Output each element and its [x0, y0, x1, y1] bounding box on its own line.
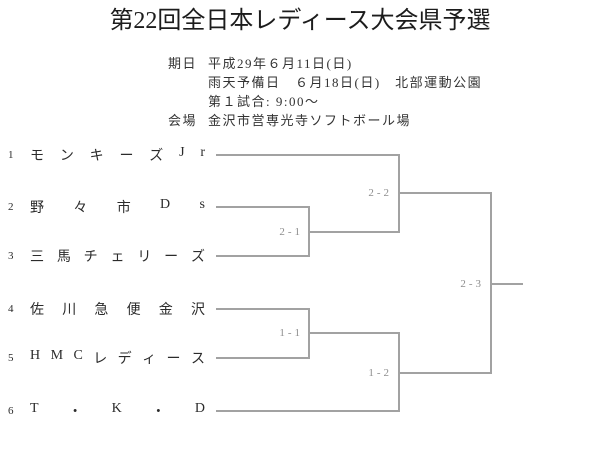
bracket-line-team-1 [216, 154, 400, 156]
score-match-2v3: 2-1 [279, 226, 303, 238]
info-row-date: 期日 平成29年６月11日(日) [168, 54, 482, 73]
bracket-line-team-5 [216, 357, 310, 359]
venue-value: 金沢市営専光寺ソフトボール場 [208, 113, 412, 128]
score-final: 2-3 [460, 278, 484, 290]
bracket-connector-4v5 [308, 332, 400, 334]
rain-date-value: 雨天予備日 ６月18日(日) 北部運動公園 [208, 75, 483, 90]
info-row-rain-date: 雨天予備日 ６月18日(日) 北部運動公園 [168, 73, 482, 92]
venue-label: 会場 [168, 113, 198, 128]
team-seed: 3 [8, 250, 14, 262]
bracket-connector-semi-top [398, 192, 492, 194]
team-seed: 5 [8, 352, 14, 364]
score-match-4v5: 1-1 [279, 327, 303, 339]
score-semifinal-bottom: 1-2 [368, 367, 392, 379]
team-seed: 6 [8, 405, 14, 417]
event-info: 期日 平成29年６月11日(日) 雨天予備日 ６月18日(日) 北部運動公園 第… [168, 54, 482, 130]
bracket-line-team-6 [216, 410, 400, 412]
date-label: 期日 [168, 56, 198, 71]
bracket-line-team-3 [216, 255, 310, 257]
bracket-connector-semi-bottom [398, 372, 492, 374]
page-title: 第22回全日本レディース大会県予選 [109, 8, 491, 34]
bracket-line-team-2 [216, 206, 310, 208]
info-row-first-game: 第１試合: 9:00～ [168, 92, 482, 111]
team-row-4: 4 佐川急便金沢 [8, 300, 205, 318]
info-row-venue: 会場 金沢市営専光寺ソフトボール場 [168, 111, 482, 130]
team-row-6: 6 T・K・D [8, 401, 205, 420]
team-name: 三馬チェリーズ [30, 250, 205, 265]
team-name: 佐川急便金沢 [30, 303, 205, 318]
bracket-connector-2v3 [308, 231, 400, 233]
team-seed: 4 [8, 303, 14, 315]
team-seed: 2 [8, 201, 14, 213]
score-semifinal-top: 2-2 [368, 187, 392, 199]
first-game-value: 第１試合: 9:00～ [208, 94, 320, 109]
team-row-3: 3 三馬チェリーズ [8, 247, 205, 265]
date-value: 平成29年６月11日(日) [208, 56, 353, 71]
bracket-line-team-4 [216, 308, 310, 310]
team-name: T・K・D [30, 401, 205, 420]
bracket-winner-line [490, 283, 523, 285]
team-seed: 1 [8, 149, 14, 161]
